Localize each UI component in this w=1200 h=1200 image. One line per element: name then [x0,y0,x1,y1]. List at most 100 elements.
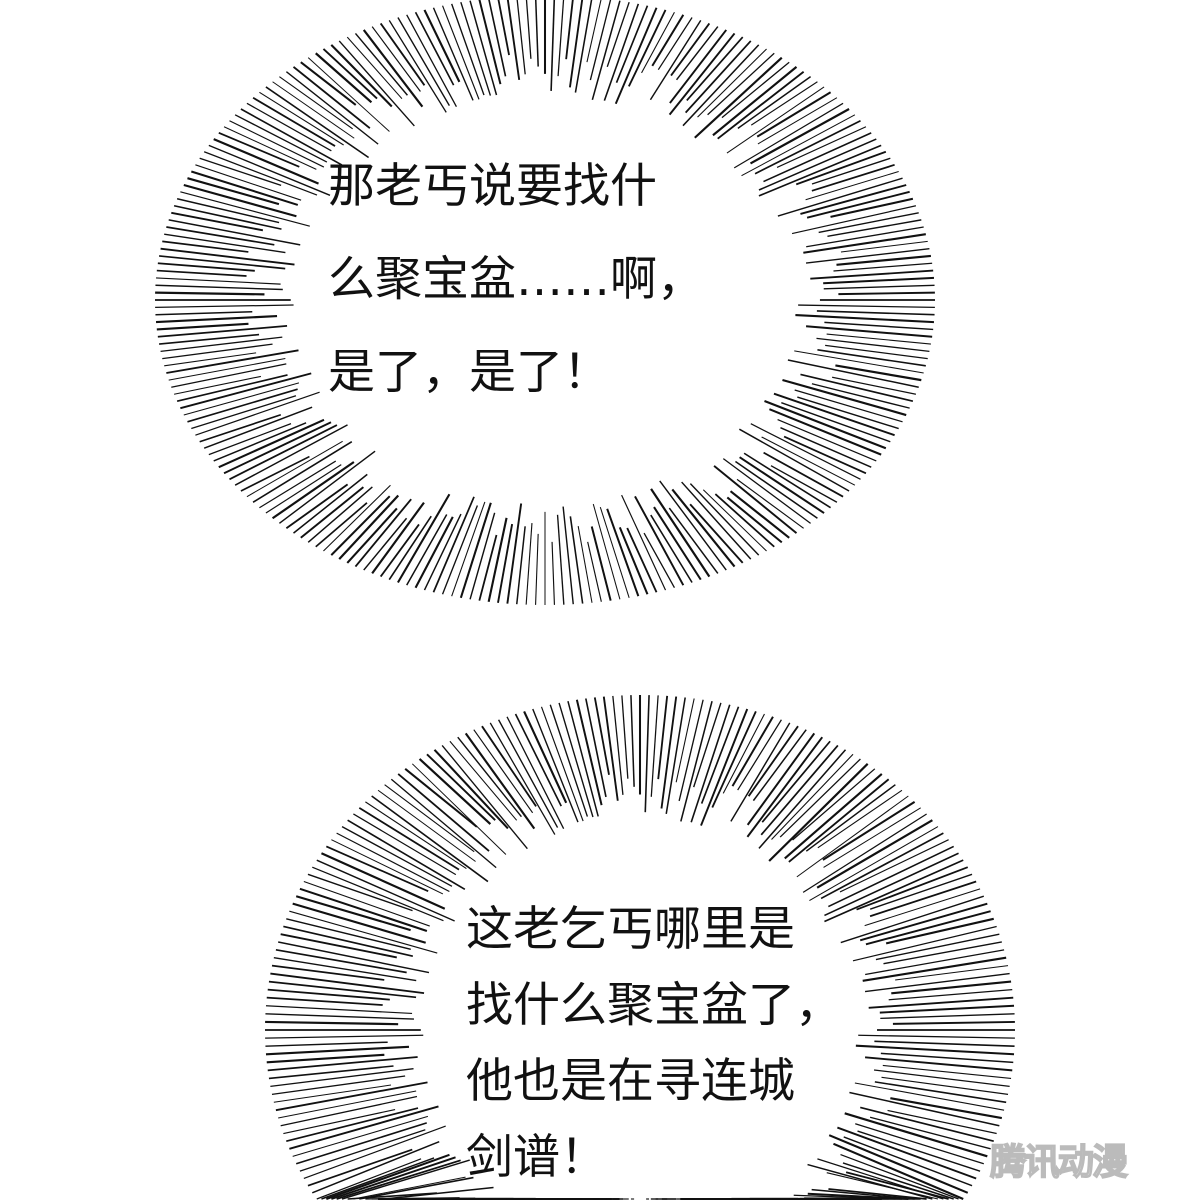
speed-line [363,517,408,571]
speed-line [586,0,602,63]
speed-line [806,190,910,219]
speed-line [265,1041,388,1047]
speed-line [585,698,607,798]
speed-line [697,48,767,118]
speed-line [730,722,791,822]
speed-line [855,1044,1015,1056]
speed-line [694,56,783,139]
speed-line [649,19,702,101]
speed-line [895,965,1009,981]
speed-line [171,363,287,388]
speed-line [300,486,364,539]
speed-line [852,925,997,962]
speed-line [859,902,988,942]
speed-line [747,725,799,797]
speed-line [795,150,887,186]
speed-line [252,440,353,503]
speed-line [331,1156,456,1200]
speed-line [278,1090,417,1119]
speed-line [603,3,640,101]
speed-line [451,3,485,96]
speed-line [371,795,489,883]
speed-line [213,422,307,462]
speed-line [331,839,444,895]
speed-line [568,0,584,88]
speed-line [266,996,383,1006]
speed-line [686,36,744,102]
speed-line [817,1158,944,1200]
speed-line [668,32,736,116]
speed-line [307,1148,413,1187]
speed-line [283,925,414,957]
speed-line [644,695,650,813]
speed-line [615,5,649,83]
speed-line [173,375,262,395]
speed-line [828,1134,969,1194]
speed-line [384,1186,494,1200]
speed-line [252,96,336,147]
speed-line [433,749,509,830]
speed-line [678,699,704,802]
line: 么聚宝盆……啊， [328,252,704,307]
speed-line [265,1045,410,1056]
speed-line [268,1065,394,1080]
speed-line [346,507,398,564]
speed-line [506,503,523,604]
speed-line [702,489,767,552]
speed-line [612,695,624,795]
speed-line [155,310,253,316]
speed-line [589,0,612,81]
speed-line [735,460,818,519]
speed-line [362,29,424,108]
speed-line [820,832,944,900]
speed-line [160,336,283,352]
speed-line [811,163,895,192]
speed-line [497,719,559,828]
speed-line [267,988,390,1001]
speed-line [155,277,281,285]
speed-line [797,396,899,430]
speed-line [358,807,460,871]
line: 这老乞丐哪里是 [466,902,795,957]
speed-line [322,48,378,100]
speed-line [782,378,907,417]
speed-line [514,713,562,807]
speed-line [354,498,412,568]
speed-line [773,392,895,437]
speed-line [844,1112,988,1158]
speed-line [155,284,283,291]
speed-line [397,493,451,584]
speed-line [660,696,678,809]
speed-line [267,1056,418,1072]
speed-line [295,1122,427,1165]
speed-line [746,736,824,838]
speed-line [854,1082,1005,1111]
speed-line [292,902,426,944]
speed-line [671,488,736,568]
speed-line [488,0,507,77]
speed-line [770,465,838,503]
speed-line [346,36,403,100]
speed-line [593,697,610,776]
speed-line [836,254,932,266]
speed-line [273,1084,392,1103]
speed-line [278,450,376,524]
speed-line [587,541,602,602]
speed-line [881,1076,1009,1095]
speed-line [371,501,425,575]
speed-line [265,1005,413,1015]
speech-bubble-2-burst [265,695,1015,1200]
speed-line [273,957,417,982]
speed-line [824,321,934,331]
speed-line [653,506,702,581]
speed-line [562,506,574,605]
speed-line [828,845,955,908]
speed-line [840,895,985,944]
speed-line [325,845,429,893]
speed-line [668,507,719,574]
speed-line [873,1069,1010,1088]
speed-line [311,1140,440,1194]
speed-line [325,1153,450,1200]
speed-line [590,526,612,601]
speed-line [347,1192,437,1200]
